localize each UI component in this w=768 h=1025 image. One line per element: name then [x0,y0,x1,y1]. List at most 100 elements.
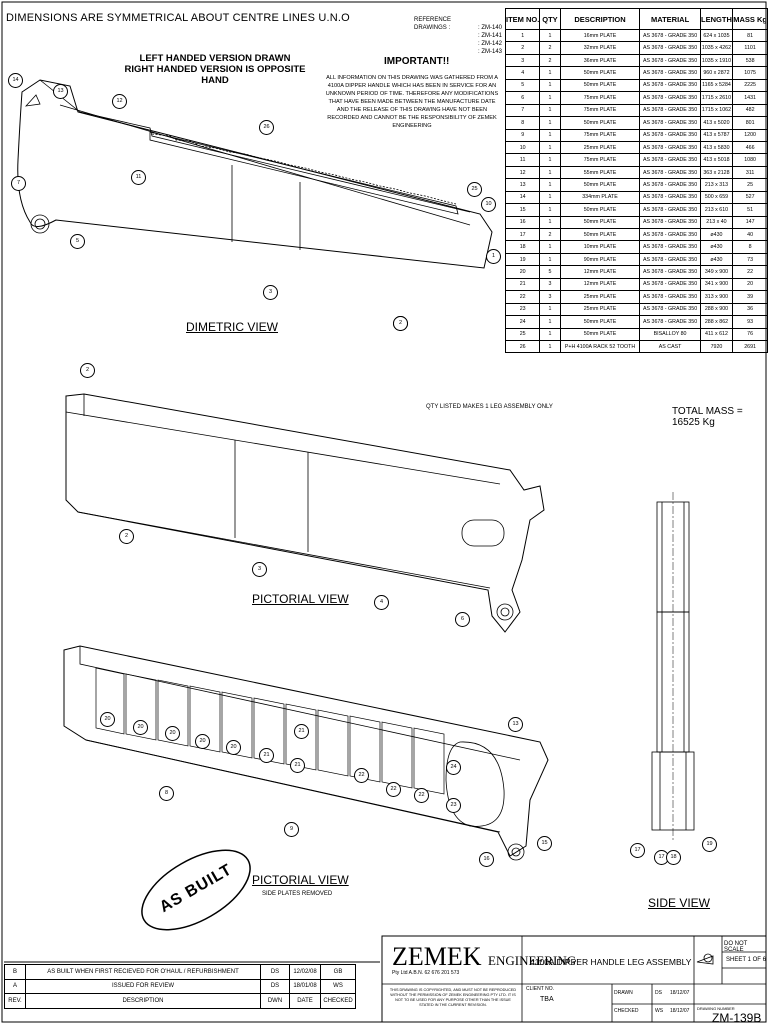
bom-cell: 624 x 1035 [699,28,734,43]
rev-header: DESCRIPTION [25,993,261,1009]
bom-cell: AS 3678 - GRADE 350 [639,240,701,254]
item-callout: 10 [481,197,496,212]
bom-cell: 2691 [732,339,768,354]
item-callout: 2 [393,316,408,331]
item-callout: 24 [446,760,461,775]
item-callout: 6 [455,612,470,627]
hand-note: LEFT HANDED VERSION DRAWN RIGHT HANDED V… [110,53,320,86]
item-callout: 22 [414,788,429,803]
drawing-number-label: DRAWING NUMBER [697,1006,735,1011]
item-callout: 12 [112,94,127,109]
bom-cell: 16mm PLATE [559,28,641,43]
bom-cell: AS 3678 - GRADE 350 [639,227,701,242]
rev-cell: A [4,978,26,994]
important-text: ALL INFORMATION ON THIS DRAWING WAS GATH… [325,75,499,129]
symmetry-note: DIMENSIONS ARE SYMMETRICAL ABOUT CENTRE … [6,12,350,24]
bom-cell: 1 [539,153,561,167]
pictorial-view-label: PICTORIAL VIEW [252,592,349,606]
reference-label: REFERENCE DRAWINGS : [414,17,452,31]
item-callout: 1 [486,249,501,264]
bom-cell: 1 [539,178,561,192]
reference-item: ZM-140 [481,25,503,31]
company-name: ZEMEK [392,942,482,971]
rev-cell: DS [260,978,290,994]
item-callout: 20 [226,740,241,755]
checked-label: CHECKED [614,1008,639,1014]
total-mass: TOTAL MASS = 16525 Kg [672,406,743,428]
checked-date: 18/12/07 [670,1008,690,1014]
bom-cell: 14 [504,190,541,205]
as-built-stamp [141,849,251,931]
rev-cell: GB [320,964,356,980]
item-callout: 16 [479,852,494,867]
checked-by: WS [655,1008,664,1014]
company-suffix: ENGINEERING [488,953,577,968]
pictorial-view-sublabel: SIDE PLATES REMOVED [262,891,333,897]
side-view-label: SIDE VIEW [648,896,711,910]
bom-cell: 527 [732,190,768,205]
pictorial-view-label-2: PICTORIAL VIEW [252,873,349,887]
bom-cell: 51 [732,203,768,217]
item-callout: 2 [119,529,134,544]
rev-cell: ISSUED FOR REVIEW [25,978,261,994]
company-sub: Pty Ltd A.B.N. 62 676 201 573 [392,970,460,976]
item-callout: 21 [294,724,309,739]
bom-cell: 1200 [732,128,768,142]
drawing-title: 4100A DIPPER HANDLE LEG ASSEMBLY [530,957,692,967]
item-callout: 18 [666,850,681,865]
dimetric-view-label: DIMETRIC VIEW [186,320,278,334]
bom-cell: 1 [539,140,561,155]
bom-cell: AS 3678 - GRADE 350 [639,203,701,217]
item-callout: 2 [80,363,95,378]
pictorial-view-ribs-drawing [63,645,549,861]
qty-note: QTY LISTED MAKES 1 LEG ASSEMBLY ONLY [426,404,553,410]
bill-of-materials: ITEM NO. QTY DESCRIPTION MATERIAL LENGTH… [504,8,768,354]
revision-table: B AS BUILT WHEN FIRST RECIEVED FOR O'HAU… [4,964,356,1009]
bom-cell: 8 [732,240,768,254]
bom-cell: 1 [539,128,561,142]
item-callout: 14 [8,73,23,88]
side-view-drawing [651,492,695,840]
bom-cell: 311 [732,165,768,180]
bom-cell: 482 [732,103,768,118]
bom-cell: AS 3678 - GRADE 350 [639,28,701,43]
hand-note-line2: RIGHT HANDED VERSION IS OPPOSITE HAND [124,64,306,86]
item-callout: 22 [386,782,401,797]
reference-item: ZM-141 [481,33,503,39]
reference-item: ZM-143 [481,49,503,55]
company-logo: ZEMEK ENGINEERING [392,944,576,974]
do-not-scale: DO NOT SCALE [724,941,748,953]
bom-cell: 1035 x 4262 [699,41,734,55]
rev-cell: AS BUILT WHEN FIRST RECIEVED FOR O'HAUL … [25,964,261,980]
item-callout: 25 [467,182,482,197]
bom-cell: 1 [539,215,561,230]
item-callout: 13 [508,717,523,732]
important-title: IMPORTANT!! [384,56,450,67]
rev-cell: 12/02/08 [289,964,321,980]
bom-cell: 12 [504,165,541,180]
item-callout: 19 [702,837,717,852]
reference-item: ZM-142 [481,41,503,47]
bom-cell: P+H 4100A RACK 52 TOOTH [559,339,641,354]
bom-cell: 32mm PLATE [559,41,641,55]
item-callout: 4 [374,595,389,610]
item-callout: 11 [131,170,146,185]
item-callout: 21 [259,748,274,763]
bom-cell: 1 [539,165,561,180]
bom-cell: 25 [732,178,768,192]
bom-cell: 1 [539,339,561,354]
client-label: CLIENT NO. [526,986,554,992]
bom-cell: 1 [539,190,561,205]
item-callout: 26 [259,120,274,135]
rev-header: DATE [289,993,321,1009]
